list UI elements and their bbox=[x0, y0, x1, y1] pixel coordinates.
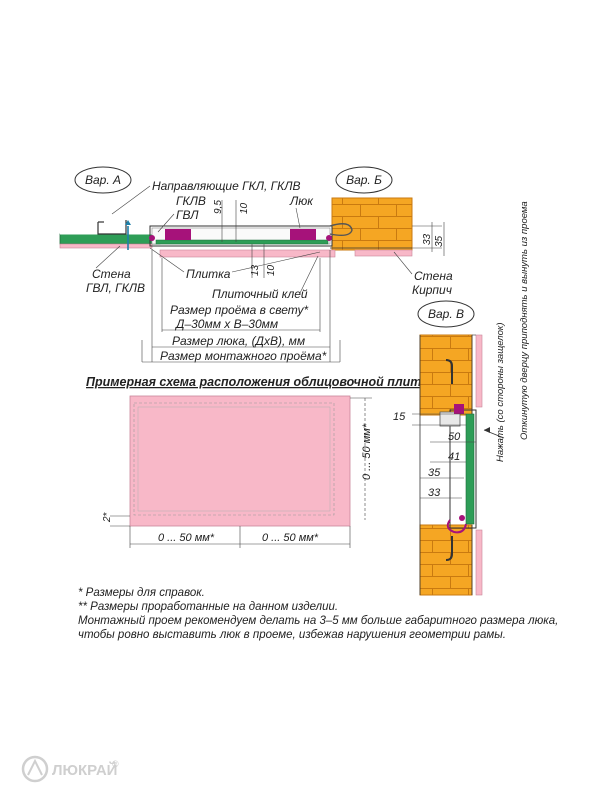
label-wall-brick-1: Стена bbox=[414, 269, 453, 283]
label-mount-size: Размер монтажного проёма* bbox=[160, 349, 327, 363]
label-opening-clear-1: Размер проёма в свету* bbox=[170, 303, 308, 317]
hatch-door-plate bbox=[155, 239, 329, 245]
drywall-left bbox=[59, 233, 161, 245]
gap-bottom-right: 0 ... 50 мм* bbox=[262, 532, 319, 544]
tile-left bbox=[59, 243, 153, 249]
latch-block-right bbox=[290, 229, 316, 240]
note-2: ** Размеры проработанные на данном издел… bbox=[78, 601, 338, 613]
tile-panel bbox=[129, 395, 351, 527]
tile-scheme: Примерная схема расположения облицовочно… bbox=[86, 375, 436, 548]
dim-33-b: 33 bbox=[422, 233, 433, 245]
scheme-title: Примерная схема расположения облицовочно… bbox=[86, 375, 436, 389]
hinge-b bbox=[329, 223, 353, 237]
label-wall-brick-2: Кирпич bbox=[412, 283, 452, 297]
latch-block-left bbox=[165, 229, 191, 240]
brand-logo: ЛЮКРАЙ ® bbox=[21, 755, 119, 783]
dim-9-5: 9,5 bbox=[213, 200, 224, 214]
latch-block-v-top bbox=[454, 404, 464, 414]
label-opening-clear-2: Д–30мм х В–30мм bbox=[174, 317, 278, 331]
label-press-side: Нажать (со стороны защелок) bbox=[495, 322, 506, 462]
gap-bottom-left: 0 ... 50 мм* bbox=[158, 532, 215, 544]
dim-35-b: 35 bbox=[434, 235, 445, 247]
tile-v-bottom bbox=[475, 529, 483, 596]
label-gvl: ГВЛ bbox=[176, 208, 199, 222]
dim-10-bottom: 10 bbox=[266, 264, 277, 276]
label-wall-gvl-2: ГВЛ, ГКЛВ bbox=[86, 281, 145, 295]
gap-right: 0 ... 50 мм* bbox=[361, 423, 373, 480]
dim-10-top: 10 bbox=[239, 202, 250, 214]
dim-13: 13 bbox=[250, 264, 261, 276]
tile-right bbox=[354, 249, 413, 257]
latch-v bbox=[439, 411, 461, 427]
variant-b-label: Вар. Б bbox=[346, 173, 382, 187]
variant-v-bubble bbox=[417, 300, 475, 328]
logo-text: ЛЮКРАЙ bbox=[52, 761, 117, 779]
label-glue: Плиточный клей bbox=[212, 287, 308, 301]
tile-strip bbox=[159, 249, 336, 258]
note-3: Монтажный проем рекомендуем делать на 3–… bbox=[78, 615, 558, 627]
label-gklv: ГКЛВ bbox=[176, 194, 206, 208]
label-hatch-size: Размер люка, (ДхВ), мм bbox=[172, 334, 305, 348]
brick-wall-v-top bbox=[419, 334, 473, 416]
dim-35-v: 35 bbox=[428, 467, 441, 479]
variant-a-bubble bbox=[74, 166, 132, 194]
label-guides: Направляющие ГКЛ, ГКЛВ bbox=[152, 179, 300, 193]
logo-registered: ® bbox=[112, 759, 119, 769]
hinge-v bbox=[446, 519, 467, 534]
logo-icon bbox=[21, 755, 49, 783]
hatch-door-v bbox=[465, 413, 475, 525]
section-variant-a-b: Вар. А Вар. Б bbox=[59, 166, 453, 363]
dim-41: 41 bbox=[448, 451, 460, 463]
label-wall-gvl-1: Стена bbox=[92, 267, 131, 281]
note-1: * Размеры для справок. bbox=[78, 587, 205, 599]
label-tile: Плитка bbox=[186, 267, 231, 281]
dim-33-v: 33 bbox=[428, 487, 441, 499]
variant-a-label: Вар. А bbox=[85, 173, 121, 187]
dim-2: 2* bbox=[102, 511, 113, 523]
variant-b-bubble bbox=[335, 166, 393, 194]
section-variant-v: Вар. В 15 50 41 35 33 bbox=[393, 201, 530, 596]
tile-v-top bbox=[475, 334, 483, 408]
label-hatch: Люк bbox=[289, 194, 314, 208]
note-4: чтобы ровно выставить люк в проеме, избе… bbox=[78, 629, 506, 641]
dim-15: 15 bbox=[393, 411, 406, 423]
dim-50: 50 bbox=[448, 431, 461, 443]
notes: * Размеры для справок. ** Размеры прораб… bbox=[78, 587, 558, 641]
variant-v-label: Вар. В bbox=[428, 307, 464, 321]
guide-profile bbox=[97, 220, 127, 235]
label-lift-out: Откинутую дверцу приподнять и вынуть из … bbox=[519, 201, 530, 440]
